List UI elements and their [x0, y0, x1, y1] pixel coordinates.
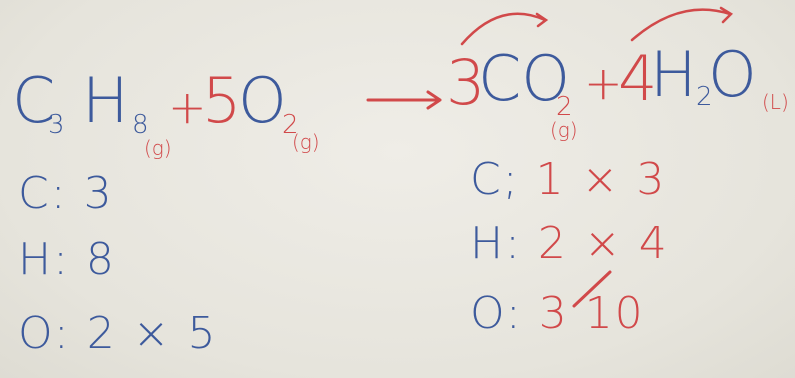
co2-subscript: 2	[556, 92, 573, 122]
c-subscript-reactant: 3	[48, 110, 65, 140]
oxygen-coefficient: 5	[202, 64, 242, 137]
oxygen-subscript: 2	[282, 110, 299, 140]
separator: :	[505, 288, 523, 339]
left-count-hydrogen: H: 8	[18, 238, 116, 282]
separator: :	[50, 168, 68, 219]
plus-sign-2: +	[584, 56, 623, 110]
plus-sign-1: +	[168, 80, 207, 134]
right-count-hydrogen: H: 2 × 4	[470, 222, 669, 266]
oxygen-symbol: O	[238, 64, 287, 137]
h-subscript-reactant: 8	[132, 110, 149, 140]
left-count-oxygen: O: 2 × 5	[18, 312, 218, 356]
count-value: 3	[83, 168, 114, 219]
element-symbol: C	[18, 168, 51, 219]
count-value: 8	[85, 234, 116, 285]
separator: :	[53, 234, 70, 285]
separator: :	[505, 218, 522, 269]
separator: ;	[502, 154, 520, 205]
left-count-carbon: C: 3	[18, 172, 114, 216]
curved-arrow-icon-2	[630, 6, 734, 42]
right-count-oxygen: O: 3 10	[470, 292, 645, 336]
element-symbol: C	[470, 154, 503, 205]
h-symbol-reactant: H	[82, 64, 129, 137]
phase-label-water: (L)	[762, 90, 789, 114]
element-symbol: O	[18, 308, 54, 359]
struck-value: 3	[538, 288, 569, 339]
phase-label-oxygen: (g)	[292, 130, 320, 154]
water-o-symbol: O	[708, 38, 757, 111]
phase-label-propane: (g)	[144, 136, 172, 160]
c-symbol-reactant: C	[12, 64, 56, 137]
strike-mark-icon	[572, 270, 612, 308]
element-symbol: H	[18, 234, 54, 285]
water-h-subscript: 2	[696, 82, 713, 112]
co2-coefficient: 3	[446, 46, 486, 119]
count-value: 10	[584, 288, 645, 339]
count-value: 2 × 4	[537, 218, 669, 269]
water-h-symbol: H	[650, 38, 697, 111]
count-value: 1 × 3	[535, 154, 667, 205]
element-symbol: H	[470, 218, 506, 269]
water-coefficient: 4	[618, 42, 658, 115]
phase-label-co2: (g)	[550, 118, 578, 142]
right-count-carbon: C; 1 × 3	[470, 158, 666, 202]
element-symbol: O	[470, 288, 506, 339]
count-value: 2 × 5	[86, 308, 218, 359]
reaction-arrow-icon	[366, 90, 442, 110]
separator: :	[53, 308, 71, 359]
curved-arrow-icon-1	[460, 12, 549, 46]
co2-formula: CO	[478, 42, 571, 115]
